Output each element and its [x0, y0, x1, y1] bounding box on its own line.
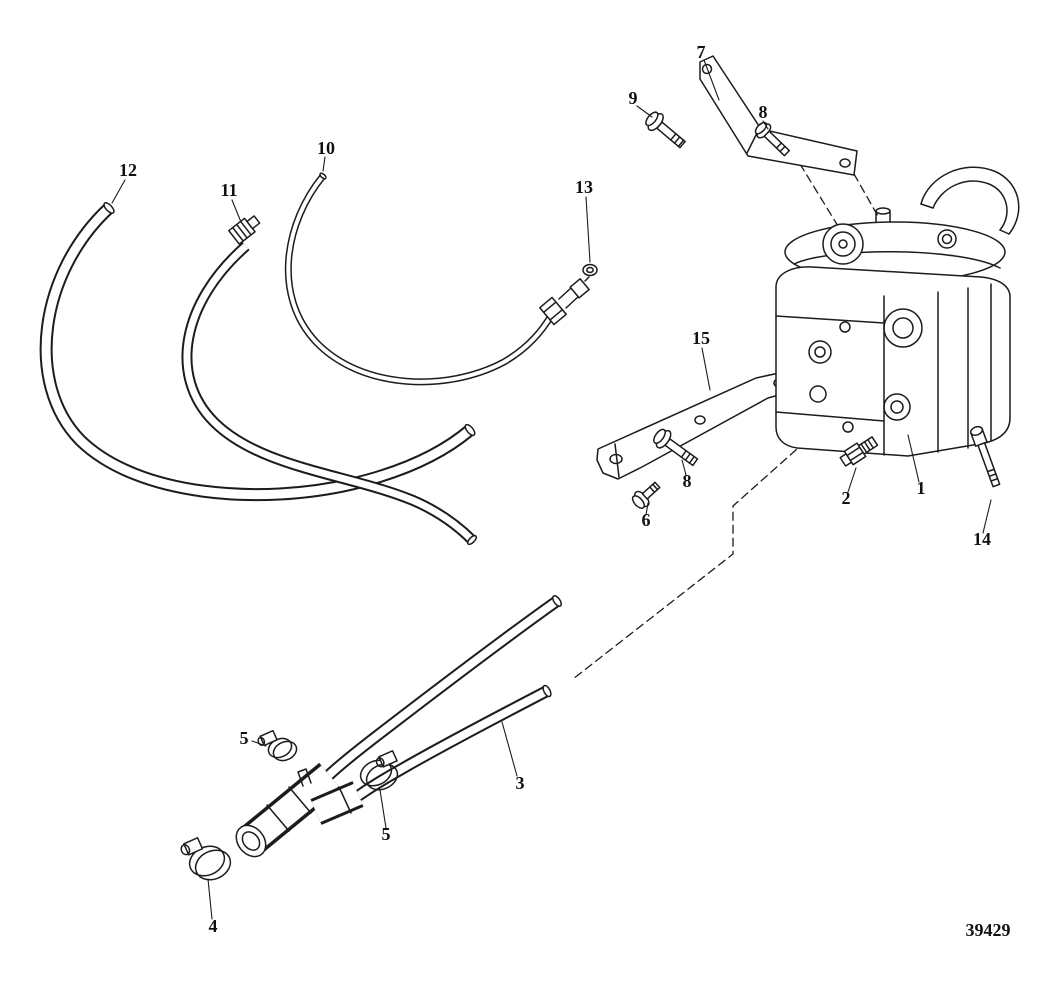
callout-14: 14 — [973, 529, 991, 549]
lower-hose-assembly-3 — [180, 595, 562, 881]
hose-clamp-5-small — [257, 729, 298, 762]
callout-3: 3 — [516, 773, 525, 793]
callout-13: 13 — [575, 177, 593, 197]
callout-4: 4 — [209, 916, 218, 936]
callout-10: 10 — [317, 138, 335, 158]
hex-bolt-8-lower — [653, 428, 699, 467]
callouts: 7 9 8 12 11 10 13 15 8 6 2 1 14 3 5 5 4 … — [119, 42, 1011, 940]
fitted-hose-11 — [181, 215, 478, 546]
leader-lines — [111, 59, 992, 920]
large-hose-12 — [39, 202, 476, 502]
callout-1: 1 — [917, 478, 926, 498]
callout-9: 9 — [629, 88, 638, 108]
callout-6: 6 — [642, 510, 651, 530]
fuel-pump-1 — [775, 166, 1020, 457]
hose-crimp-fitting — [539, 276, 590, 326]
callout-8-upper: 8 — [759, 102, 768, 122]
sealing-washer-13 — [582, 263, 598, 277]
upper-mounting-bracket-7 — [699, 55, 858, 176]
hose-clamp-4 — [180, 837, 232, 881]
socket-head-bolt-14 — [969, 425, 1001, 488]
flange-bolt-9 — [645, 111, 686, 149]
callout-15: 15 — [692, 328, 710, 348]
alignment-dashed-lines — [572, 163, 880, 680]
lower-mounting-bracket-15 — [596, 369, 801, 480]
callout-2: 2 — [842, 488, 851, 508]
hose-clamp-5-mid — [359, 750, 399, 791]
hose-fitting-11 — [228, 215, 261, 245]
callout-11: 11 — [220, 180, 237, 200]
hex-bolt-8-upper — [754, 121, 791, 157]
callout-5-small: 5 — [240, 728, 249, 748]
threaded-fitting-2 — [839, 436, 879, 467]
callout-5-mid: 5 — [382, 824, 391, 844]
callout-12: 12 — [119, 160, 137, 180]
flange-screw-6 — [631, 481, 661, 509]
small-hose-10 — [284, 172, 590, 386]
callout-7: 7 — [697, 42, 706, 62]
callout-8-lower: 8 — [683, 471, 692, 491]
drawing-number: 39429 — [966, 920, 1011, 940]
t-fitting-body — [235, 762, 364, 858]
